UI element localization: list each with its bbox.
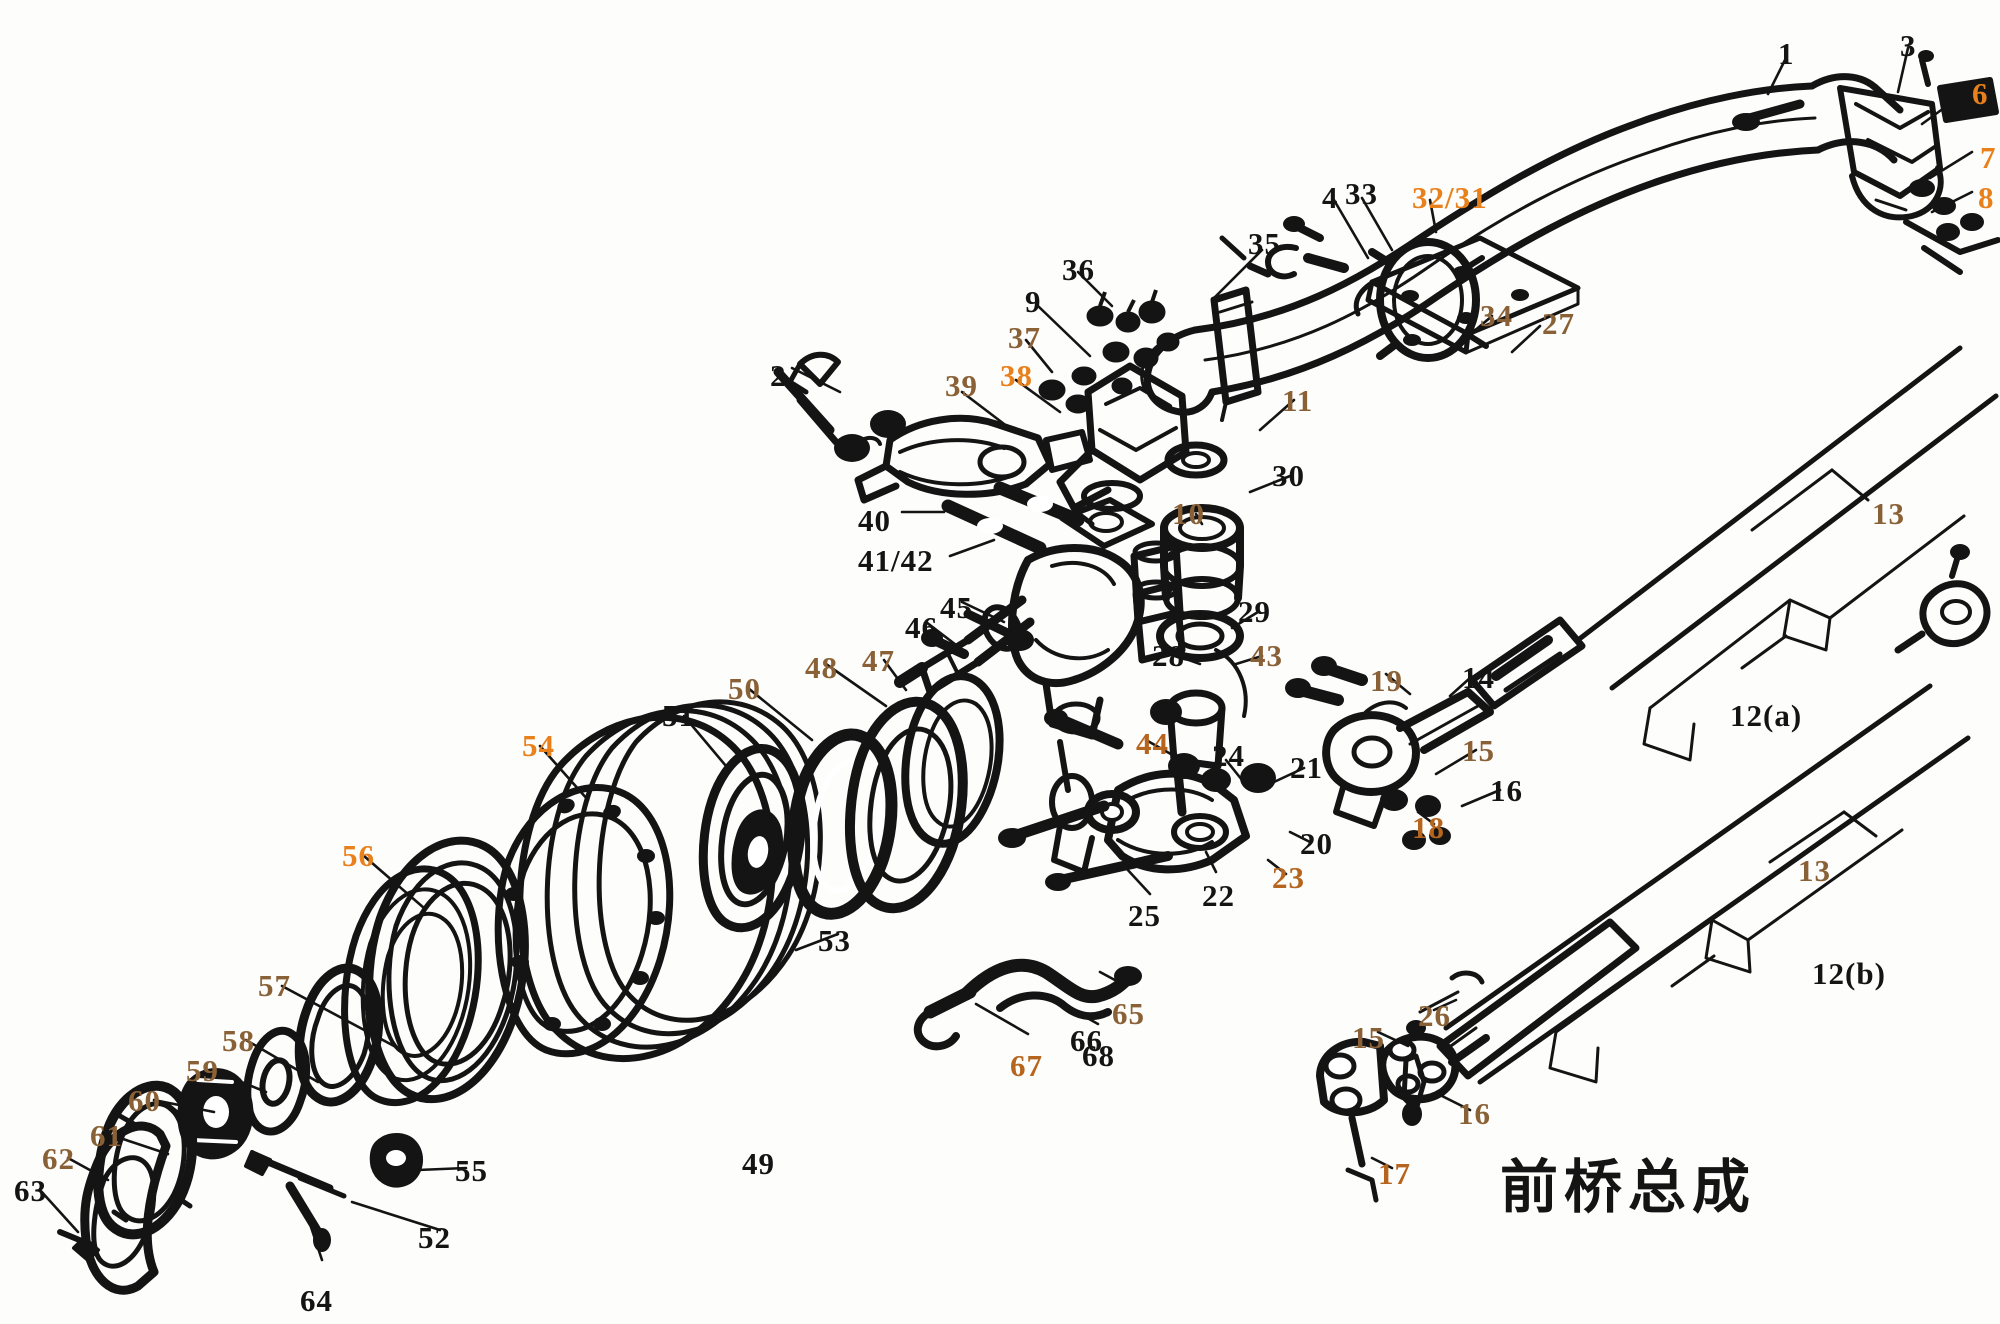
callout-label-57: 57 [258, 968, 291, 1003]
tie-rod-arm [998, 699, 1276, 891]
callout-label-50: 50 [728, 671, 761, 706]
callout-label-10: 10 [1172, 496, 1205, 531]
callout-label-14: 14 [1462, 660, 1495, 695]
callout-label-64: 64 [300, 1283, 333, 1318]
callout-label-19: 19 [1370, 663, 1403, 698]
callout-label-8: 8 [1978, 180, 1995, 215]
bushing-sleeve [1132, 579, 1186, 664]
callout-label-2: 2 [770, 358, 787, 393]
callout-label-12-a-: 12(a) [1730, 698, 1803, 733]
callout-label-60: 60 [128, 1083, 161, 1118]
callout-label-32-31: 32/31 [1412, 180, 1488, 215]
callout-label-48: 48 [805, 650, 838, 685]
callout-label-27: 27 [1542, 306, 1575, 341]
brake-chamber [1219, 216, 1489, 362]
oil-seal-and-rings [698, 672, 1004, 933]
callout-label-40: 40 [858, 503, 891, 538]
callout-label-15: 15 [1462, 733, 1495, 768]
callout-label-67: 67 [1010, 1048, 1043, 1083]
callout-label-23: 23 [1272, 860, 1305, 895]
callout-label-39: 39 [945, 368, 978, 403]
callout-label-68: 68 [1082, 1038, 1115, 1073]
callout-label-4: 4 [1322, 180, 1339, 215]
callout-label-43: 43 [1250, 638, 1283, 673]
leader-lines [38, 46, 1974, 1262]
callout-label-22: 22 [1202, 878, 1235, 913]
callout-label-59: 59 [186, 1053, 219, 1088]
callout-label-65: 65 [1112, 996, 1145, 1031]
front-axle-beam [1140, 50, 2000, 416]
drag-link-ball-joint [1285, 616, 1586, 850]
callout-label-47: 47 [862, 643, 895, 678]
callout-label-61: 61 [90, 1118, 123, 1153]
callout-label-16: 16 [1458, 1096, 1491, 1131]
hub-bearing-stack [57, 963, 424, 1295]
callout-label-45: 45 [940, 590, 973, 625]
callout-label-46: 46 [905, 610, 938, 645]
drag-link-tubes [1443, 345, 1999, 1085]
callout-label-36: 36 [1062, 252, 1095, 287]
callout-label-11: 11 [1282, 383, 1314, 418]
callout-label-44: 44 [1136, 726, 1169, 761]
callout-label-33: 33 [1345, 176, 1378, 211]
diagram-title-cjk: 前桥总成 [1500, 1153, 1757, 1221]
callout-label-38: 38 [1000, 358, 1033, 393]
callout-label-16: 16 [1490, 773, 1523, 808]
callout-label-26: 26 [1418, 998, 1451, 1033]
callout-label-7: 7 [1980, 140, 1997, 175]
callout-label-55: 55 [455, 1153, 488, 1188]
callout-label-54: 54 [522, 728, 555, 763]
callout-label-21: 21 [1290, 750, 1323, 785]
callout-label-1: 1 [1778, 36, 1795, 71]
callout-label-17: 17 [1378, 1156, 1411, 1191]
callout-label-34: 34 [1480, 298, 1513, 333]
callout-label-15: 15 [1352, 1020, 1385, 1055]
callout-label-35: 35 [1248, 226, 1281, 261]
tie-rod-bolts [1044, 709, 1124, 750]
callout-label-3: 3 [1900, 28, 1917, 63]
callout-label-53: 53 [818, 923, 851, 958]
callout-label-41-42: 41/42 [858, 543, 934, 578]
callout-label-13: 13 [1872, 496, 1905, 531]
callout-label-25: 25 [1128, 898, 1161, 933]
callout-label-6: 6 [1972, 76, 1989, 111]
callout-label-52: 52 [418, 1220, 451, 1255]
callout-label-18: 18 [1412, 810, 1445, 845]
callout-label-30: 30 [1272, 458, 1305, 493]
callout-label-51: 51 [662, 698, 695, 733]
brake-hose-and-clips [913, 958, 1142, 1051]
fastener-cluster-upper [1038, 289, 1180, 414]
tie-rod-end-cluster [1316, 918, 1640, 1203]
callout-label-66: 66 [1070, 1023, 1103, 1058]
callout-label-49: 49 [742, 1146, 775, 1181]
callout-label-20: 20 [1300, 826, 1333, 861]
callout-label-62: 62 [42, 1141, 75, 1176]
callout-label-9: 9 [1025, 284, 1042, 319]
callout-label-29: 29 [1238, 594, 1271, 629]
callout-label-24: 24 [1212, 738, 1245, 773]
callout-label-63: 63 [14, 1173, 47, 1208]
callout-label-37: 37 [1008, 320, 1041, 355]
callout-label-28: 28 [1152, 638, 1185, 673]
callout-label-12-b-: 12(b) [1812, 956, 1886, 991]
callout-label-56: 56 [342, 838, 375, 873]
callout-label-13: 13 [1798, 853, 1831, 888]
callout-label-58: 58 [222, 1023, 255, 1058]
